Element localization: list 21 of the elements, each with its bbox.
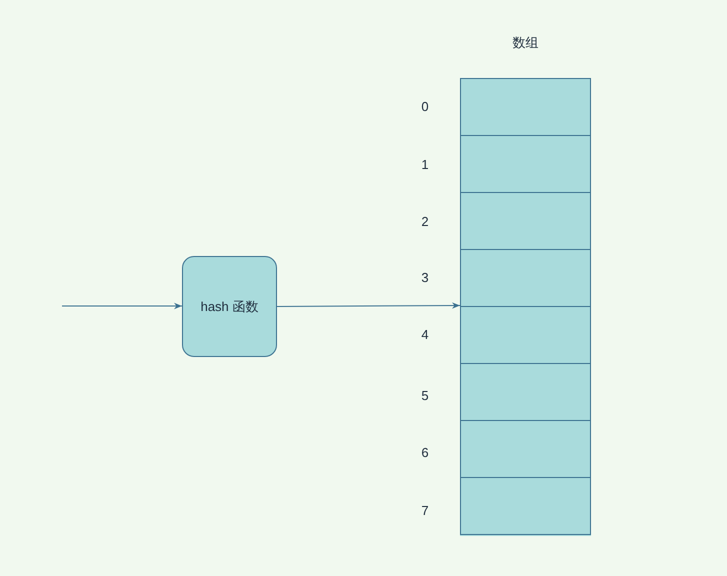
index-number: 5 [420, 388, 430, 402]
array-cell [460, 192, 591, 249]
arrow [276, 302, 460, 309]
arrow [62, 302, 182, 310]
array-title: 数组 [512, 34, 540, 52]
array-cell [460, 249, 591, 306]
index-number: 1 [420, 156, 430, 172]
index-number: 6 [420, 445, 430, 460]
array-cell [460, 306, 591, 363]
array-cell [460, 477, 591, 535]
array-cell [460, 363, 591, 420]
process-box [182, 256, 277, 357]
node-label: hash 函数 [200, 298, 258, 316]
index-number: 0 [420, 99, 430, 114]
index-number: 7 [420, 502, 430, 518]
index-number: 2 [420, 214, 430, 230]
array-cell [460, 78, 591, 135]
array-cell [460, 420, 591, 477]
index-number: 3 [420, 270, 430, 286]
array-cell [460, 135, 591, 192]
index-number: 4 [420, 326, 430, 342]
